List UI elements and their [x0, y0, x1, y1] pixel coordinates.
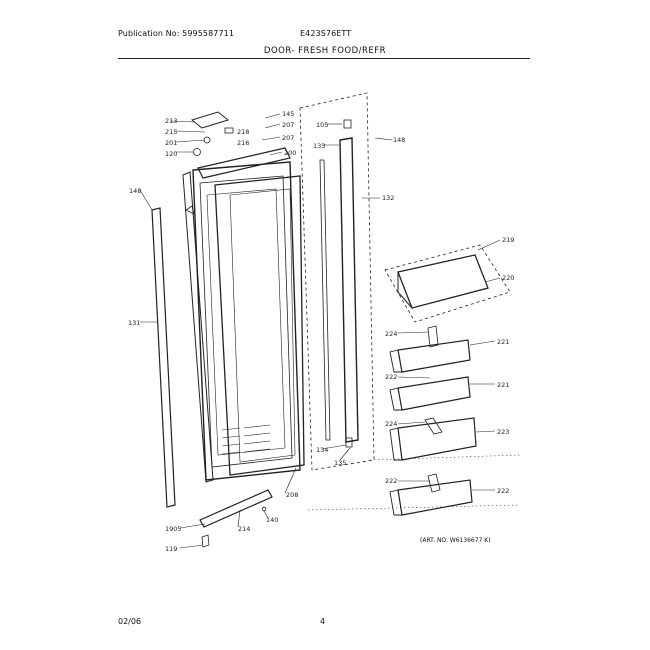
assembly-boundary: [299, 92, 375, 471]
gasket-strip: [339, 137, 359, 443]
callout-label: 207: [282, 134, 294, 142]
art-number: (ART. NO. W6136677 K): [420, 537, 491, 544]
door-bin-4: [397, 479, 473, 516]
callout-label: 219: [502, 236, 514, 244]
leader-lines: [139, 113, 501, 549]
callout-label: 223: [497, 428, 509, 436]
callout-label: 224: [385, 330, 397, 338]
callout-label: 148: [393, 136, 405, 144]
callout-label: 135: [334, 459, 346, 467]
door-rail: [182, 171, 214, 483]
callout-label: 221: [497, 381, 509, 389]
door-outer-panel: [192, 161, 301, 481]
vent-slats: [221, 424, 271, 455]
callout-label: 207: [282, 121, 294, 129]
callout-label: 134: [316, 446, 328, 454]
callout-label: 131: [128, 319, 140, 327]
callout-label: 140: [266, 516, 278, 524]
callout-label: 105: [316, 121, 328, 129]
callout-label: 208: [286, 491, 298, 499]
callout-label: 132: [382, 194, 394, 202]
top-cap: [197, 147, 291, 179]
callout-labels: 213 145 207 215 218 201 216 207 120 200 …: [128, 110, 514, 553]
callout-label: 148: [129, 187, 141, 195]
callout-label: 218: [237, 128, 249, 136]
bottom-trim: [199, 489, 273, 528]
callout-label: 200: [284, 149, 296, 157]
callout-label: 221: [497, 338, 509, 346]
callout-label: 216: [237, 139, 249, 147]
callout-label: 213: [165, 117, 177, 125]
callout-label: 133: [313, 142, 325, 150]
hinge-bracket: [190, 111, 230, 129]
publication-number: Publication No: 5995587711: [118, 29, 235, 38]
footer-date: 02/06: [118, 617, 142, 626]
page-number: 4: [320, 617, 326, 626]
section-title: DOOR- FRESH FOOD/REFR: [263, 46, 387, 56]
callout-label: 222: [497, 487, 509, 495]
callout-label: 119: [165, 545, 177, 553]
header-rule: [118, 58, 530, 59]
callout-label: 224: [385, 420, 397, 428]
door-bin-1: [397, 339, 471, 373]
trim-strip-left: [151, 207, 176, 508]
callout-label: 1905: [165, 525, 182, 533]
dairy-door: [397, 254, 489, 309]
door-inner-liner: [214, 175, 305, 476]
callout-label: 145: [282, 110, 294, 118]
callout-label: 120: [165, 150, 177, 158]
model-number: E423S76ETT: [300, 29, 352, 38]
callout-label: 220: [502, 274, 514, 282]
callout-label: 222: [385, 477, 397, 485]
callout-label: 201: [165, 139, 177, 147]
door-bin-3: [397, 417, 477, 461]
door-bin-2: [397, 376, 471, 411]
callout-label: 214: [238, 525, 250, 533]
callout-label: 222: [385, 373, 397, 381]
callout-label: 215: [165, 128, 177, 136]
